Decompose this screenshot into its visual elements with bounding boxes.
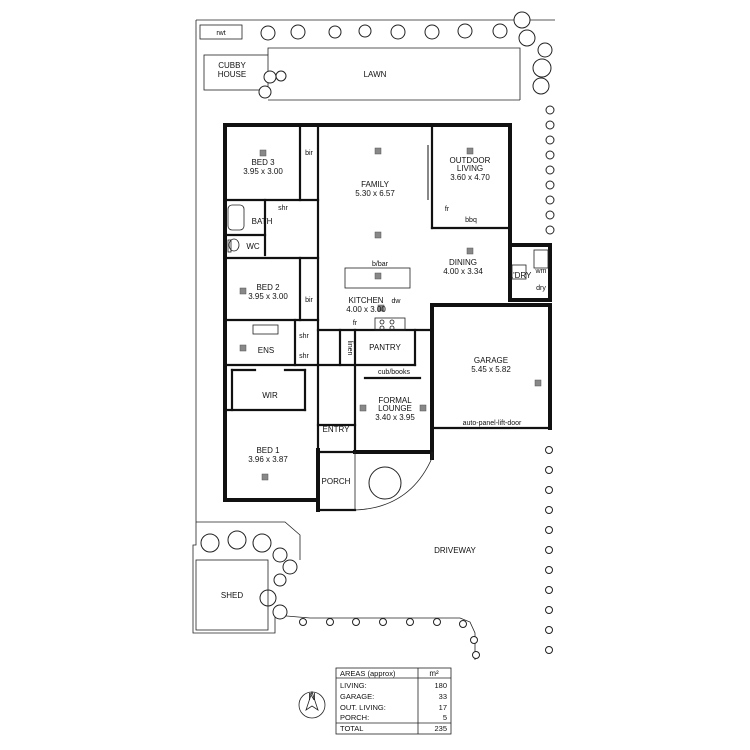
entry-label: ENTRY xyxy=(323,425,351,434)
area-row-label-2: OUT. LIVING: xyxy=(340,703,386,712)
shed-label: SHED xyxy=(221,591,243,600)
garage-wall xyxy=(430,303,552,430)
side-hedge xyxy=(299,105,555,659)
bed3-label: BED 3 xyxy=(251,158,275,167)
garden-bed-line xyxy=(196,521,301,560)
laundry-label: L'DRY xyxy=(509,271,532,280)
wir-label: WIR xyxy=(262,391,278,400)
areas-unit: m² xyxy=(429,669,439,678)
formal-label-2: LOUNGE xyxy=(378,404,412,413)
north-arrow-icon: N xyxy=(298,690,326,719)
area-row-value-0: 180 xyxy=(434,681,447,690)
garage-size: 5.45 x 5.82 xyxy=(471,365,511,374)
porch-tree xyxy=(368,466,402,500)
area-row-label-1: GARAGE: xyxy=(340,692,374,701)
area-row-value-1: 33 xyxy=(439,692,447,701)
shed xyxy=(195,559,269,631)
rainwater-tank xyxy=(199,24,243,40)
shr2-label: shr xyxy=(299,333,309,340)
porch-label: PORCH xyxy=(322,477,351,486)
family-size: 5.30 x 6.57 xyxy=(355,189,395,198)
areas-table: AREAS (approx) m² LIVING: 180 GARAGE: 33… xyxy=(335,667,452,735)
area-total-value: 235 xyxy=(434,724,447,733)
rwt-label: rwt xyxy=(216,30,225,37)
fr1-label: fr xyxy=(445,206,450,213)
bed1-size: 3.96 x 3.87 xyxy=(248,455,288,464)
cubby-label-1: CUBBY xyxy=(218,61,246,70)
outdoor-size: 3.60 x 4.70 xyxy=(450,173,490,182)
fr2-label: fr xyxy=(353,320,358,327)
laundry-wall xyxy=(508,243,552,302)
family-label: FAMILY xyxy=(361,180,390,189)
light-points xyxy=(239,147,542,481)
pantry-label: PANTRY xyxy=(369,343,401,352)
outdoor-label-1: OUTDOOR xyxy=(450,156,491,165)
lawn-label: LAWN xyxy=(364,70,387,79)
areas-title: AREAS (approx) xyxy=(340,669,396,678)
bir2-label: bir xyxy=(305,297,313,304)
area-row-label-0: LIVING: xyxy=(340,681,367,690)
formal-label-1: FORMAL xyxy=(378,396,412,405)
bed3-size: 3.95 x 3.00 xyxy=(243,167,283,176)
lawn-outline xyxy=(267,47,521,100)
garage-door-label: auto-panel-lift-door xyxy=(463,420,522,427)
dw-label: dw xyxy=(392,298,402,305)
dining-size: 4.00 x 3.34 xyxy=(443,267,483,276)
kitchen-size: 4.00 x 3.00 xyxy=(346,305,386,314)
dining-label: DINING xyxy=(449,258,477,267)
shr1-label: shr xyxy=(278,205,288,212)
bed2-label: BED 2 xyxy=(256,283,280,292)
bir1-label: bir xyxy=(305,150,313,157)
interior-walls xyxy=(223,123,434,454)
bed2-size: 3.95 x 3.00 xyxy=(248,292,288,301)
bed1-label: BED 1 xyxy=(256,446,280,455)
porch-garden-bed xyxy=(354,452,433,511)
area-row-value-2: 17 xyxy=(439,703,447,712)
area-row-label-3: PORCH: xyxy=(340,713,369,722)
bbq-label: bbq xyxy=(465,217,477,224)
area-row-value-3: 5 xyxy=(443,713,447,722)
north-label: N xyxy=(308,692,315,703)
linen-label: linen xyxy=(346,341,353,356)
wm-label: wm xyxy=(535,268,547,275)
garage-label: GARAGE xyxy=(474,356,508,365)
bath-label: BATH xyxy=(252,217,273,226)
kitchen-label: KITCHEN xyxy=(348,296,383,305)
fixtures xyxy=(227,204,549,335)
formal-size: 3.40 x 3.95 xyxy=(375,413,415,422)
area-total-label: TOTAL xyxy=(340,724,363,733)
wc-label: WC xyxy=(246,242,260,251)
cub-books-label: cub/books xyxy=(378,369,410,376)
trees-top xyxy=(258,11,553,99)
house-outer-wall xyxy=(223,123,512,230)
bbar-label: b/bar xyxy=(372,261,389,268)
outdoor-label-2: LIVING xyxy=(457,164,483,173)
cubby-label-2: HOUSE xyxy=(218,70,246,79)
trees-front xyxy=(200,530,298,620)
dry-label: dry xyxy=(536,285,546,292)
ens-label: ENS xyxy=(258,346,274,355)
shr3-label: shr xyxy=(299,353,309,360)
driveway-label: DRIVEWAY xyxy=(434,546,476,555)
